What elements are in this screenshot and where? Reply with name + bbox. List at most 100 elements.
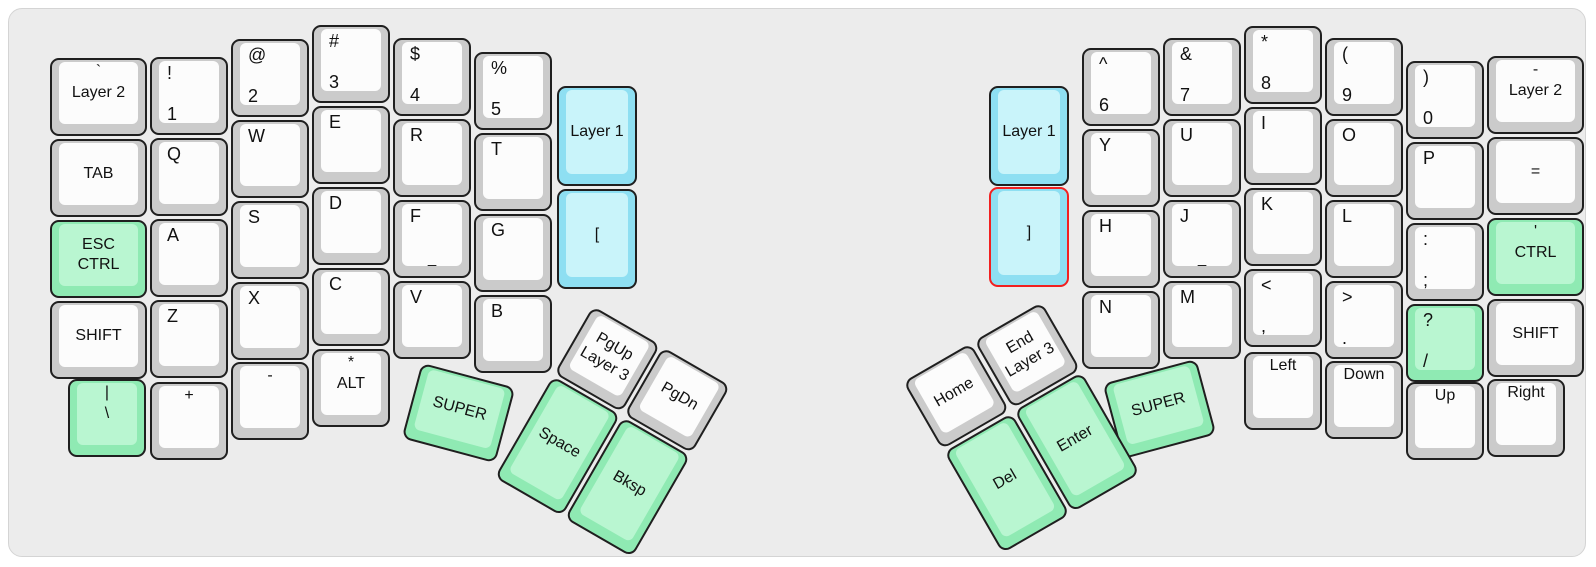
keycap-face	[1496, 222, 1575, 284]
key-shift-left[interactable]: SHIFT	[50, 301, 147, 379]
keycap-face	[998, 191, 1060, 275]
key-9[interactable]: (9	[1325, 38, 1403, 116]
key-w[interactable]: W	[231, 120, 309, 198]
key-label: P	[1423, 148, 1436, 168]
key-label: 8	[1261, 73, 1272, 93]
keycap-face	[321, 110, 381, 172]
key-tab[interactable]: TAB	[50, 139, 147, 217]
key-minus[interactable]: -	[231, 362, 309, 440]
key-r[interactable]: R	[393, 119, 471, 197]
key-star-alt[interactable]: *ALT	[312, 349, 390, 427]
key-7[interactable]: &7	[1163, 38, 1241, 116]
key-s[interactable]: S	[231, 201, 309, 279]
key-h[interactable]: H	[1082, 210, 1160, 288]
key-6[interactable]: ^6	[1082, 48, 1160, 126]
keycap-face	[1253, 356, 1313, 418]
key-e[interactable]: E	[312, 106, 390, 184]
key-b[interactable]: B	[474, 295, 552, 373]
key-c[interactable]: C	[312, 268, 390, 346]
key-equals[interactable]: =	[1487, 137, 1584, 215]
key-period[interactable]: >.	[1325, 281, 1403, 359]
keycap-face	[1496, 60, 1575, 122]
key-shift-right[interactable]: SHIFT	[1487, 299, 1584, 377]
key-super-left[interactable]: SUPER	[401, 362, 516, 464]
keycap-face	[1415, 146, 1475, 208]
key-arrow-down[interactable]: Down	[1325, 361, 1403, 439]
keycap-face	[1253, 192, 1313, 254]
key-layer1-right[interactable]: Layer 1	[989, 86, 1069, 186]
key-j[interactable]: J_	[1163, 200, 1241, 278]
key-t[interactable]: T	[474, 133, 552, 211]
keycap-face	[566, 193, 628, 277]
key-main-label: \	[104, 405, 110, 422]
key-label: L	[1342, 206, 1353, 226]
keycap-face	[483, 56, 543, 118]
keycap-face	[1172, 123, 1232, 185]
key-label: (	[1342, 44, 1348, 64]
key-rbracket[interactable]: ]	[989, 187, 1069, 287]
key-0[interactable]: )0	[1406, 61, 1484, 139]
key-4[interactable]: $4	[393, 38, 471, 116]
key-lbracket[interactable]: [	[557, 189, 637, 289]
key-label: /	[1423, 351, 1429, 371]
key-minus-layer2[interactable]: -Layer 2	[1487, 56, 1584, 134]
key-label: ?	[1423, 310, 1434, 330]
key-arrow-up[interactable]: Up	[1406, 382, 1484, 460]
keycap-face	[1172, 42, 1232, 104]
key-y[interactable]: Y	[1082, 129, 1160, 207]
key-i[interactable]: I	[1244, 107, 1322, 185]
key-u[interactable]: U	[1163, 119, 1241, 197]
key-l[interactable]: L	[1325, 200, 1403, 278]
key-arrow-left[interactable]: Left	[1244, 352, 1322, 430]
key-2[interactable]: @2	[231, 39, 309, 117]
key-p[interactable]: P	[1406, 142, 1484, 220]
key-slash[interactable]: ?/	[1406, 304, 1484, 382]
key-m[interactable]: M	[1163, 281, 1241, 359]
key-comma[interactable]: <,	[1244, 269, 1322, 347]
keycap-face	[59, 62, 138, 124]
key-top-label: +	[184, 387, 194, 404]
key-plus[interactable]: +	[150, 382, 228, 460]
key-main-label: Layer 1	[1002, 123, 1056, 140]
key-quote-ctrl[interactable]: 'CTRL	[1487, 218, 1584, 296]
key-g[interactable]: G	[474, 214, 552, 292]
key-label: W	[248, 126, 265, 146]
key-8[interactable]: *8	[1244, 26, 1322, 104]
key-3[interactable]: #3	[312, 25, 390, 103]
keycap-face	[1334, 123, 1394, 185]
keycap-face	[321, 353, 381, 415]
key-k[interactable]: K	[1244, 188, 1322, 266]
keycap-face	[240, 366, 300, 428]
key-v[interactable]: V	[393, 281, 471, 359]
key-f[interactable]: F_	[393, 200, 471, 278]
key-o[interactable]: O	[1325, 119, 1403, 197]
keycap-face	[321, 272, 381, 334]
key-semicolon[interactable]: :;	[1406, 223, 1484, 301]
key-top-label: `	[95, 63, 102, 80]
keycap-face	[240, 124, 300, 186]
key-grave-layer2[interactable]: `Layer 2	[50, 58, 147, 136]
key-label: %	[491, 58, 508, 78]
key-z[interactable]: Z	[150, 300, 228, 378]
key-top-label: '	[1533, 223, 1538, 240]
key-arrow-right[interactable]: Right	[1487, 379, 1565, 457]
key-n[interactable]: N	[1082, 291, 1160, 369]
key-label: Z	[167, 306, 178, 326]
key-1[interactable]: !1	[150, 57, 228, 135]
keycap-face	[59, 224, 138, 286]
keycap-face	[566, 90, 628, 174]
keycap-face	[1415, 227, 1475, 289]
key-label: 9	[1342, 85, 1353, 105]
key-a[interactable]: A	[150, 219, 228, 297]
key-main-label: [	[594, 226, 600, 243]
keycap-face	[1091, 133, 1151, 195]
key-q[interactable]: Q	[150, 138, 228, 216]
key-x[interactable]: X	[231, 282, 309, 360]
key-label: .	[1342, 328, 1348, 348]
key-pipe-backslash[interactable]: |\	[68, 379, 146, 457]
key-5[interactable]: %5	[474, 52, 552, 130]
key-d[interactable]: D	[312, 187, 390, 265]
key-label: 5	[491, 99, 502, 119]
key-layer1-left[interactable]: Layer 1	[557, 86, 637, 186]
